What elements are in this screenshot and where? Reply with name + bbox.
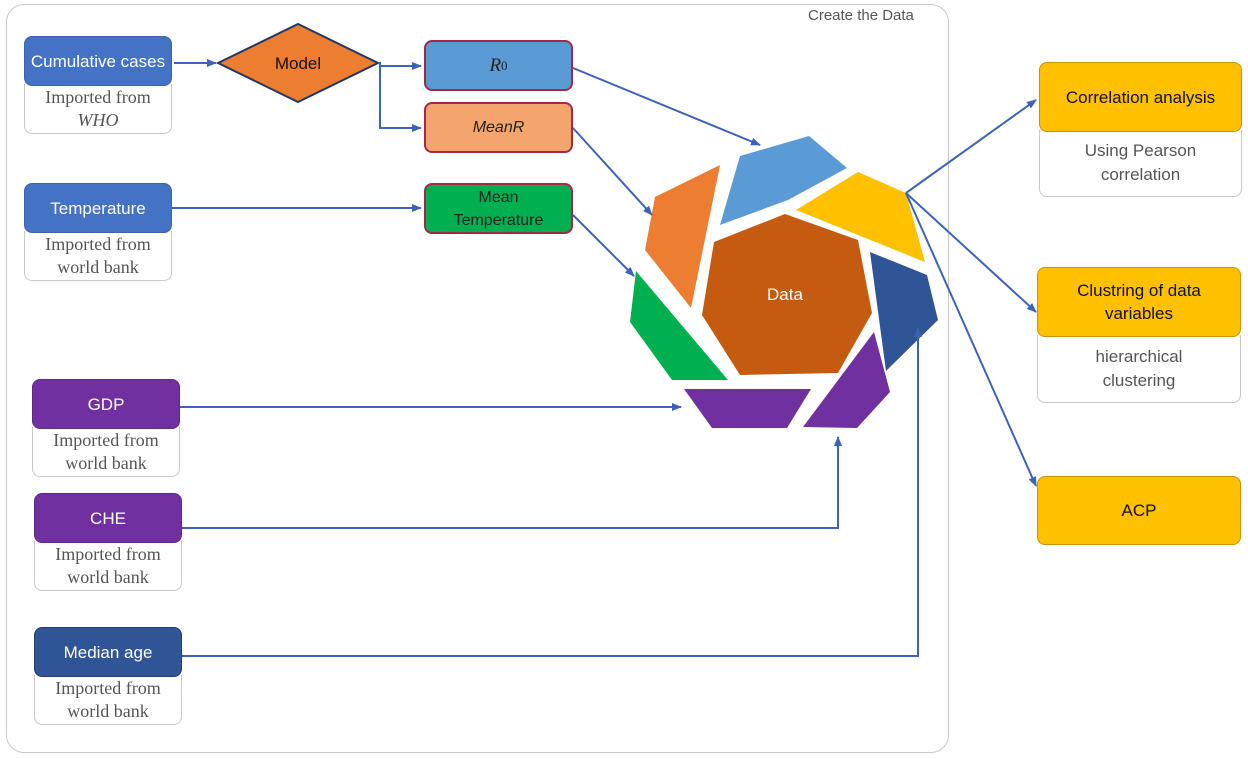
segment-mean-temperature: [630, 271, 728, 380]
data-center-label: Data: [767, 285, 803, 304]
arrow-model-to-r0: [378, 62, 422, 70]
arrow-meantemp-to-data: [572, 214, 635, 277]
arrow-model-to-meanr: [378, 62, 422, 132]
r0-subscript: 0: [501, 58, 508, 73]
acp-box: ACP: [1037, 476, 1241, 545]
segment-meanr: [645, 165, 720, 308]
data-center-heptagon: [702, 214, 872, 375]
che-box: CHE Imported from world bank: [34, 493, 182, 591]
meanr-box: MeanR: [424, 102, 573, 153]
che-label: CHE: [34, 493, 182, 543]
segment-r0: [720, 136, 847, 225]
arrow-r0-to-data: [572, 67, 761, 146]
temperature-source: Imported from world bank: [24, 231, 172, 281]
median-age-label: Median age: [34, 627, 182, 677]
arrow-data-to-acp: [905, 192, 1037, 487]
mean-temperature-box: Mean Temperature: [424, 183, 573, 234]
clustering-method: hierarchical clustering: [1037, 335, 1241, 403]
clustering-label: Clustring of data variables: [1037, 267, 1241, 337]
arrow-meanr-to-data: [572, 127, 653, 216]
cumulative-source-prefix: Imported from: [45, 86, 151, 107]
acp-label: ACP: [1037, 476, 1241, 545]
correlation-analysis-box: Correlation analysis Using Pearson corre…: [1039, 62, 1242, 197]
mean-temperature-label: Mean Temperature: [453, 188, 544, 229]
clustering-box: Clustring of data variables hierarchical…: [1037, 267, 1241, 403]
gdp-label: GDP: [32, 379, 180, 429]
frame-title: Create the Data: [808, 7, 914, 24]
gdp-box: GDP Imported from world bank: [32, 379, 180, 477]
segment-median-age: [870, 252, 938, 371]
median-age-box: Median age Imported from world bank: [34, 627, 182, 725]
segment-correlation: [796, 172, 925, 262]
segment-che: [803, 332, 890, 428]
temperature-label: Temperature: [24, 183, 172, 233]
segment-gdp: [684, 389, 811, 428]
arrow-che-to-data: [182, 436, 842, 529]
gdp-source: Imported from world bank: [32, 427, 180, 477]
correlation-method: Using Pearson correlation: [1039, 130, 1242, 197]
r0-symbol: R: [489, 55, 502, 76]
cumulative-source-name: WHO: [77, 109, 119, 130]
cumulative-cases-box: Cumulative cases Imported from WHO: [24, 36, 172, 134]
model-label: Model: [275, 54, 321, 73]
temperature-box: Temperature Imported from world bank: [24, 183, 172, 281]
arrow-age-to-data: [182, 327, 922, 657]
che-source: Imported from world bank: [34, 541, 182, 591]
arrow-data-to-correlation: [905, 99, 1037, 194]
correlation-analysis-label: Correlation analysis: [1039, 62, 1242, 132]
meanr-label: MeanR: [472, 119, 525, 136]
create-data-frame: [6, 4, 949, 753]
arrow-data-to-clustering: [905, 192, 1037, 313]
median-age-source: Imported from world bank: [34, 675, 182, 725]
cumulative-cases-label: Cumulative cases: [24, 36, 172, 86]
cumulative-cases-source: Imported from WHO: [24, 84, 172, 134]
